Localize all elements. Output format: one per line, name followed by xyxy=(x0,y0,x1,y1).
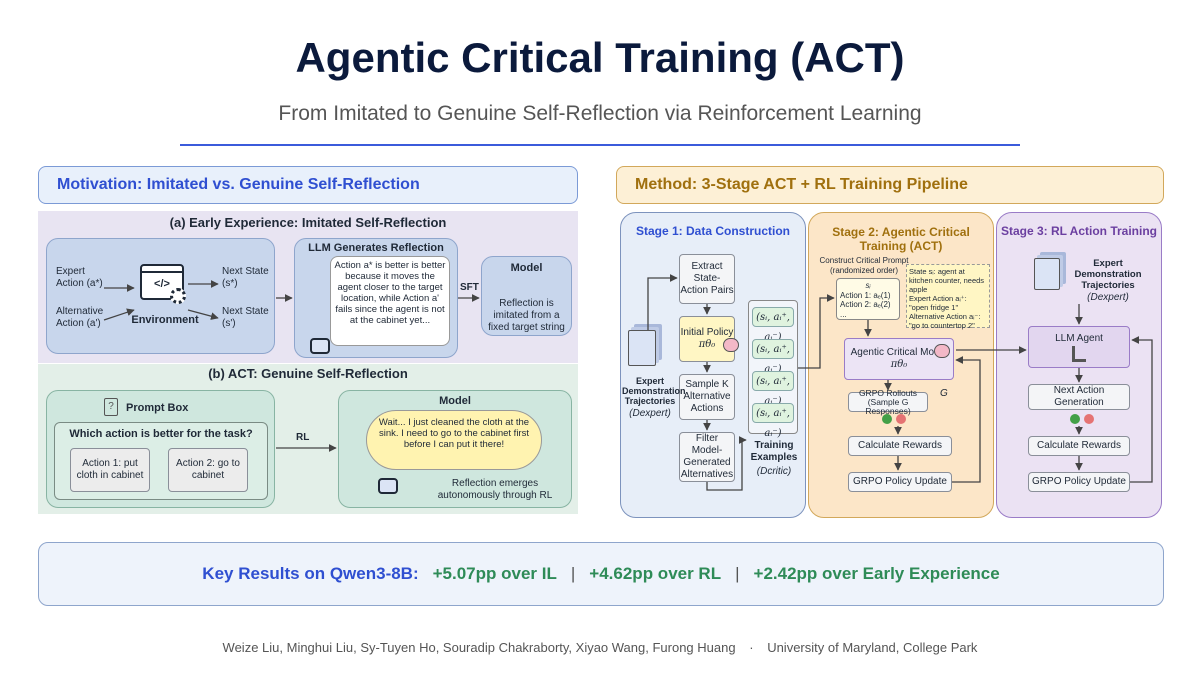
stage1-expert-symbol: (Dexpert) xyxy=(629,408,671,419)
footer-dot: · xyxy=(749,640,754,655)
result-rl: +4.62pp over RL xyxy=(589,564,722,583)
calc-rewards-node-3: Calculate Rewards xyxy=(1028,436,1130,456)
brain-icon xyxy=(934,344,950,358)
prompt-box-title: Prompt Box xyxy=(126,402,189,414)
stage3-expert-symbol: (Dexpert) xyxy=(1087,292,1129,303)
result-il: +5.07pp over IL xyxy=(432,564,557,583)
prompt-state: sᵢ xyxy=(865,281,871,290)
extract-node: Extract State-Action Pairs xyxy=(679,254,735,304)
note-state-line: State sᵢ: agent at kitchen counter, need… xyxy=(909,267,985,294)
next-action-node: Next Action Generation xyxy=(1028,384,1130,410)
stage3-expert-label: Expert Demonstration Trajectories xyxy=(1074,258,1142,291)
footer: Weize Liu, Minghui Liu, Sy-Tuyen Ho, Sou… xyxy=(0,640,1200,655)
emerges-text: Reflection emerges autonomously through … xyxy=(437,478,553,501)
result-ee: +2.42pp over Early Experience xyxy=(753,564,1000,583)
motivation-heading: Motivation: Imitated vs. Genuine Self-Re… xyxy=(38,166,578,204)
note-expert-line: Expert Action aᵢ⁺: "open fridge 1" xyxy=(909,294,967,312)
construct-prompt-label: Construct Critical Prompt (randomized or… xyxy=(819,256,909,275)
method-heading: Method: 3-Stage ACT + RL Training Pipeli… xyxy=(616,166,1164,204)
gear-icon xyxy=(170,288,186,304)
environment-label: Environment xyxy=(131,314,199,326)
action-2-option: Action 2: go to cabinet xyxy=(168,448,248,492)
calc-rewards-node-2: Calculate Rewards xyxy=(848,436,952,456)
llm-agent-node: LLM Agent xyxy=(1028,326,1130,368)
results-label: Key Results on Qwen3-8B: xyxy=(202,564,419,583)
stage1-expert-label: Expert Demonstration Trajectories xyxy=(622,376,686,406)
grpo-update-node-3: GRPO Policy Update xyxy=(1028,472,1130,492)
prompt-action2: Action 2: aₑ(2) xyxy=(840,300,891,309)
panel-a-title: (a) Early Experience: Imitated Self-Refl… xyxy=(169,215,447,230)
model-a-box xyxy=(481,256,572,336)
initial-policy-label: Initial Policy xyxy=(680,327,734,338)
grpo-rollouts-node: GRPO Rollouts (Sample G Responses) xyxy=(848,388,928,415)
critic-symbol: (Dcritic) xyxy=(756,466,792,477)
robot-icon xyxy=(310,338,330,354)
stage2-title: Stage 2: Agentic Critical Training (ACT) xyxy=(832,225,970,253)
agentic-critical-model-node: Agentic Critical Model πθ₀ xyxy=(844,338,954,380)
prompt-action1: Action 1: aₑ(1) xyxy=(840,290,891,300)
next-state-1-label: Next State (s*) xyxy=(222,266,269,289)
sft-label: SFT xyxy=(460,282,479,293)
training-example-row: (sᵢ, aᵢ⁺, aᵢ⁻) xyxy=(752,307,794,343)
result-sep: | xyxy=(735,564,740,583)
reflection-bubble: Action a* is better is better because it… xyxy=(330,256,450,346)
grpo-update-node-2: GRPO Policy Update xyxy=(848,472,952,492)
critical-model-symbol: πθ₀ xyxy=(890,359,908,370)
stage3-title: Stage 3: RL Action Training xyxy=(1000,224,1158,238)
expert-doc-icon xyxy=(628,330,656,366)
robot-arm-icon xyxy=(1072,346,1086,362)
sample-node: Sample K Alternative Actions xyxy=(679,374,735,420)
authors: Weize Liu, Minghui Liu, Sy-Tuyen Ho, Sou… xyxy=(222,640,736,655)
stage1-title: Stage 1: Data Construction xyxy=(635,224,791,238)
page-subtitle: From Imitated to Genuine Self-Reflection… xyxy=(278,102,922,125)
robot-icon-b xyxy=(378,478,398,494)
panel-b-title: (b) ACT: Genuine Self-Reflection xyxy=(208,366,408,381)
action-1-option: Action 1: put cloth in cabinet xyxy=(70,448,150,492)
results-banner: Key Results on Qwen3-8B: +5.07pp over IL… xyxy=(38,542,1164,606)
model-a-title: Model xyxy=(510,262,543,274)
document-icon: ? xyxy=(104,398,118,416)
critical-model-label: Agentic Critical Model xyxy=(850,347,948,358)
filter-node: Filter Model-Generated Alternatives xyxy=(679,432,735,482)
rl-label: RL xyxy=(296,432,310,443)
llm-reflection-title: LLM Generates Reflection xyxy=(308,242,444,254)
brain-icon xyxy=(723,338,739,352)
expert-doc-icon xyxy=(1034,258,1060,290)
model-b-title: Model xyxy=(439,395,471,407)
expert-action-label: Expert Action (a*) xyxy=(56,266,103,289)
critical-prompt-box: sᵢ Action 1: aₑ(1) Action 2: aₑ(2) ... xyxy=(836,278,900,320)
note-alt-line: Alternative Action aᵢ⁻: "go to counterto… xyxy=(909,312,981,330)
training-example-row: (sᵢ, aᵢ⁺, aᵢ⁻) xyxy=(752,403,794,439)
thought-cloud: Wait... I just cleaned the cloth at the … xyxy=(366,410,542,470)
model-a-text: Reflection is imitated from a fixed targ… xyxy=(488,298,565,333)
result-sep: | xyxy=(570,564,576,583)
affiliation: University of Maryland, College Park xyxy=(767,640,978,655)
next-state-2-label: Next State (s') xyxy=(222,306,269,329)
page-title: Agentic Critical Training (ACT) xyxy=(295,34,905,81)
title-divider xyxy=(180,144,1020,146)
check-icon xyxy=(1070,414,1080,424)
question-text: Which action is better for the task? xyxy=(69,428,253,440)
training-example-row: (sᵢ, aᵢ⁺, aᵢ⁻) xyxy=(752,371,794,407)
state-note: State sᵢ: agent at kitchen counter, need… xyxy=(906,264,990,330)
check-icon xyxy=(882,414,892,424)
cross-icon xyxy=(1084,414,1094,424)
cross-icon xyxy=(896,414,906,424)
initial-policy-symbol: πθ₀ xyxy=(698,339,716,350)
prompt-more: ... xyxy=(840,309,847,319)
g-label: G xyxy=(940,388,948,399)
training-examples-label: Training Examples xyxy=(750,440,798,463)
alt-action-label: Alternative Action (a') xyxy=(56,306,104,329)
training-example-row: (sᵢ, aᵢ⁺, aᵢ⁻) xyxy=(752,339,794,375)
